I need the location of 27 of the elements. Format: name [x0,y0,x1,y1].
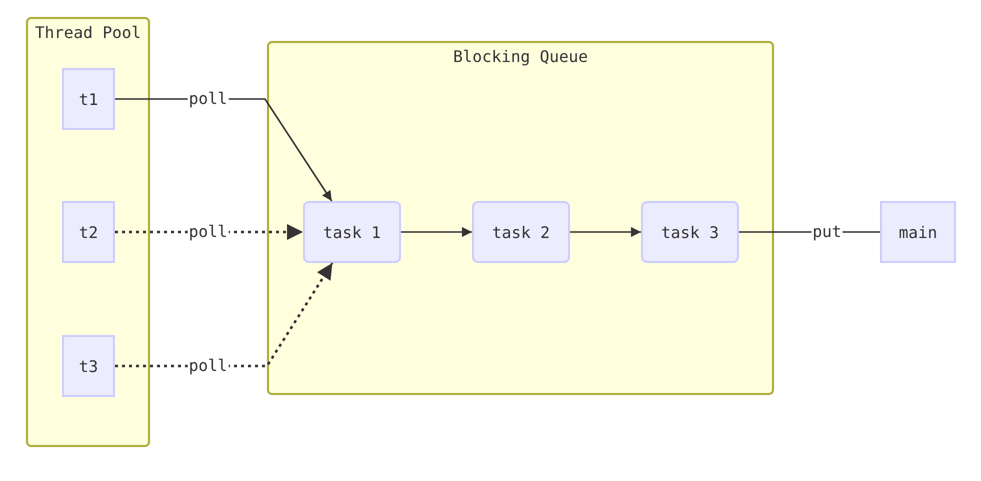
node-label: task 3 [661,222,719,242]
arrow [115,224,303,240]
group-container [26,17,150,447]
arrow [115,262,334,368]
node-label: t3 [78,356,98,376]
node-label: t2 [78,222,98,242]
edge-label: poll [188,223,228,241]
node-label: task 2 [492,222,550,242]
process-box [303,201,401,263]
edge-label: put [812,223,842,241]
group-title: Thread Pool [34,23,142,42]
node-label: t1 [78,90,98,108]
process-box [62,335,115,397]
arrow [570,227,641,237]
node-label: task 1 [323,222,381,242]
process-box [641,201,739,263]
process-box [62,68,115,130]
group-title: Blocking Queue [452,47,589,66]
process-box [472,201,570,263]
arrow [115,98,332,202]
node-label: main [898,222,938,242]
group-container [267,41,774,395]
edge-label: poll [188,357,228,375]
edge-label: poll [188,90,228,108]
process-box [880,201,956,263]
process-box [62,201,115,263]
arrow [401,227,472,237]
